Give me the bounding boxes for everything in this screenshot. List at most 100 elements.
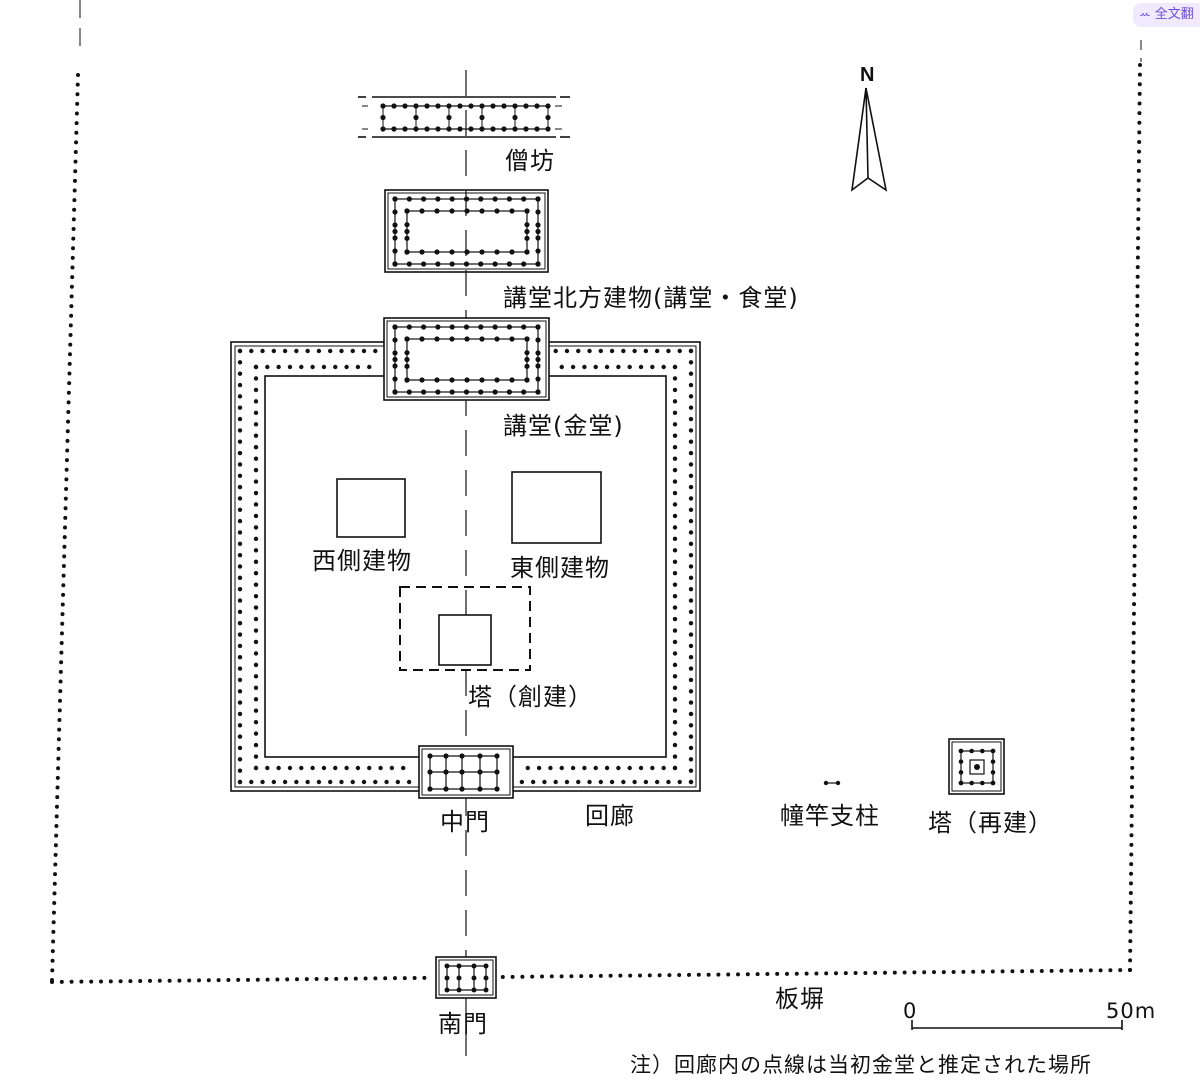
- corridor-post: [654, 348, 660, 354]
- fence-post: [706, 972, 711, 977]
- corridor-post: [310, 364, 315, 370]
- corridor-post: [530, 779, 536, 785]
- corridor-post: [672, 399, 678, 404]
- fence-post: [412, 975, 417, 980]
- corridor-post: [276, 765, 281, 771]
- gate-post: [456, 975, 462, 981]
- post-dot: [449, 389, 455, 395]
- corridor-post: [253, 605, 259, 610]
- center-pillar: [974, 764, 980, 770]
- corridor-post: [627, 765, 632, 771]
- fence-post: [912, 970, 917, 975]
- post-dot: [392, 235, 398, 241]
- corridor-post: [237, 484, 243, 490]
- fence-post: [716, 972, 721, 977]
- fence-post: [1079, 968, 1083, 973]
- fence-post: [1128, 958, 1133, 963]
- corridor-post: [253, 376, 259, 381]
- fence-post: [53, 852, 58, 857]
- fence-post: [1098, 968, 1103, 973]
- corridor-post: [576, 348, 581, 354]
- fence-post: [265, 977, 270, 982]
- fence-post: [1128, 939, 1133, 944]
- fence-post: [1128, 900, 1133, 905]
- fence-post: [1137, 111, 1142, 116]
- post-dot: [392, 209, 398, 215]
- corridor-post: [237, 507, 243, 512]
- fence-post: [1136, 236, 1141, 241]
- fence-post: [530, 974, 535, 979]
- corridor-post: [395, 779, 401, 785]
- fence-post: [579, 974, 584, 979]
- post-dot: [506, 389, 512, 395]
- post-dot: [449, 208, 455, 214]
- corridor-post: [688, 348, 694, 354]
- fence-post: [1134, 399, 1139, 404]
- fence-post: [745, 972, 750, 977]
- post-dot: [524, 377, 530, 383]
- post-dot: [421, 261, 427, 267]
- fence-post: [56, 756, 61, 761]
- corridor-post: [672, 467, 678, 473]
- corridor-post: [688, 779, 694, 785]
- corridor-post: [253, 697, 259, 702]
- post-dot: [509, 249, 515, 255]
- corridor-post: [688, 757, 694, 762]
- post-dot: [419, 377, 425, 383]
- corridor-post: [688, 530, 694, 535]
- fence-post: [1135, 303, 1140, 308]
- fence-post: [1129, 823, 1134, 828]
- post-dot: [404, 336, 410, 342]
- fence-post: [1030, 969, 1034, 974]
- fence-post: [1134, 351, 1139, 356]
- fence-post: [1134, 361, 1139, 366]
- post-dot: [435, 103, 441, 109]
- gate-post: [459, 786, 465, 792]
- fence-post: [549, 974, 554, 979]
- corridor-post: [672, 536, 678, 542]
- fence-post: [1136, 188, 1141, 193]
- fence-post: [1134, 371, 1139, 376]
- fence-post: [70, 255, 75, 260]
- fence-post: [1134, 390, 1139, 395]
- north-arrow-icon: [850, 87, 888, 192]
- post-dot: [523, 103, 529, 109]
- fence-post: [59, 631, 64, 636]
- gate-post: [477, 786, 483, 792]
- fence-post: [1130, 775, 1135, 780]
- fence-post: [1129, 842, 1134, 847]
- fence-post: [55, 785, 60, 790]
- post-dot: [506, 261, 512, 267]
- corridor-post: [253, 571, 259, 576]
- corridor-post: [350, 348, 355, 354]
- post-dot: [406, 261, 412, 267]
- fence-post: [69, 294, 74, 299]
- post-dot: [506, 196, 512, 202]
- fence-post: [569, 974, 574, 979]
- fence-post: [55, 795, 60, 800]
- corridor-post: [672, 571, 678, 576]
- corridor-post: [650, 364, 655, 370]
- corridor-post: [688, 405, 694, 410]
- post-dot: [391, 103, 397, 109]
- post-dot: [464, 208, 470, 214]
- corridor-post: [237, 689, 243, 694]
- post-dot: [535, 389, 541, 395]
- corridor-post: [672, 685, 678, 690]
- corridor-post: [237, 530, 243, 535]
- fence-post: [1069, 968, 1074, 973]
- fence-post: [638, 973, 642, 978]
- fence-post: [1130, 756, 1135, 761]
- gate-post: [483, 975, 489, 981]
- corridor-post: [688, 632, 694, 637]
- fence-post: [1129, 833, 1134, 838]
- corridor-post: [598, 779, 603, 785]
- fence-post: [74, 140, 79, 145]
- fence-post: [1137, 140, 1142, 145]
- kodo-building: [383, 317, 550, 401]
- fence-post: [1135, 294, 1140, 299]
- fence-post: [1137, 130, 1142, 135]
- fence-post: [834, 971, 838, 976]
- fence-post: [1135, 245, 1140, 250]
